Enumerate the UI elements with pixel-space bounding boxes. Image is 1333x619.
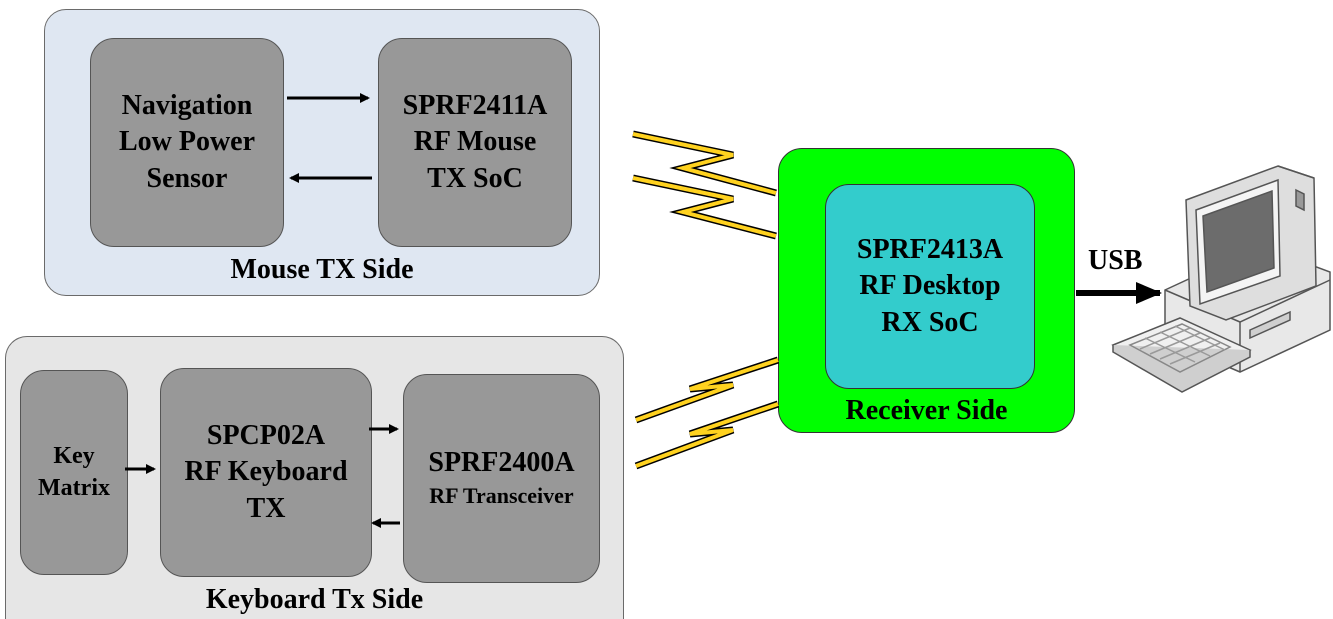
navigation-sensor-block: Navigation Low Power Sensor (90, 38, 284, 247)
mouse-panel-title: Mouse TX Side (230, 254, 414, 285)
rx-soc-label: SPRF2413A RF Desktop RX SoC (856, 233, 1004, 338)
navigation-sensor-label: Navigation Low Power Sensor (118, 89, 256, 194)
receiver-panel-title: Receiver Side (845, 395, 1008, 426)
rx-soc-block: SPRF2413A RF Desktop RX SoC (825, 184, 1035, 389)
mouse-tx-soc-label: SPRF2411A RF Mouse TX SoC (402, 89, 548, 194)
key-matrix-block: Key Matrix (20, 370, 128, 575)
usb-label: USB (1088, 245, 1143, 276)
keyboard-tx-panel: Key Matrix SPCP02A RF Keyboard TX SPRF24… (5, 336, 624, 619)
desktop-computer-icon (1111, 165, 1331, 393)
transceiver-subtitle: RF Transceiver (429, 483, 574, 509)
transceiver-block: SPRF2400A RF Transceiver (403, 374, 600, 583)
mouse-tx-soc-block: SPRF2411A RF Mouse TX SoC (378, 38, 572, 247)
keyboard-panel-title: Keyboard Tx Side (205, 584, 424, 615)
key-matrix-label: Key Matrix (38, 443, 110, 501)
mouse-tx-panel: Navigation Low Power Sensor SPRF2411A RF… (44, 9, 600, 296)
keyboard-tx-block: SPCP02A RF Keyboard TX (160, 368, 372, 577)
keyboard-tx-label: SPCP02A RF Keyboard TX (184, 419, 348, 524)
wireless-signal-icon (632, 130, 777, 240)
transceiver-title: SPRF2400A (428, 446, 575, 478)
wireless-signal-icon (634, 356, 780, 470)
receiver-panel: SPRF2413A RF Desktop RX SoC Receiver Sid… (778, 148, 1075, 433)
